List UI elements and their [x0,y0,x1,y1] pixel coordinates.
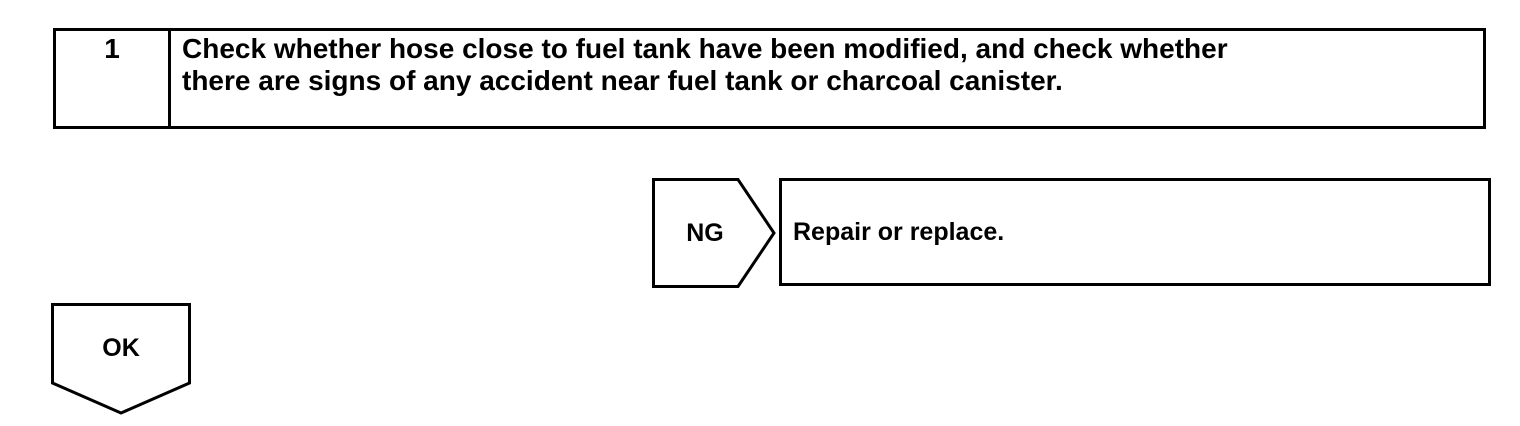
ok-arrow-shape [51,303,191,415]
ng-action-box: Repair or replace. [779,178,1491,286]
step-instruction-line-1: Check whether hose close to fuel tank ha… [182,33,1228,64]
step-instruction: Check whether hose close to fuel tank ha… [171,31,1483,126]
ng-arrow-shape [652,178,776,288]
ok-label: OK [102,334,140,362]
ng-label: NG [686,219,724,247]
step-number: 1 [56,31,171,126]
step-instruction-line-2: there are signs of any accident near fue… [182,65,1063,96]
step-box: 1 Check whether hose close to fuel tank … [53,28,1486,129]
